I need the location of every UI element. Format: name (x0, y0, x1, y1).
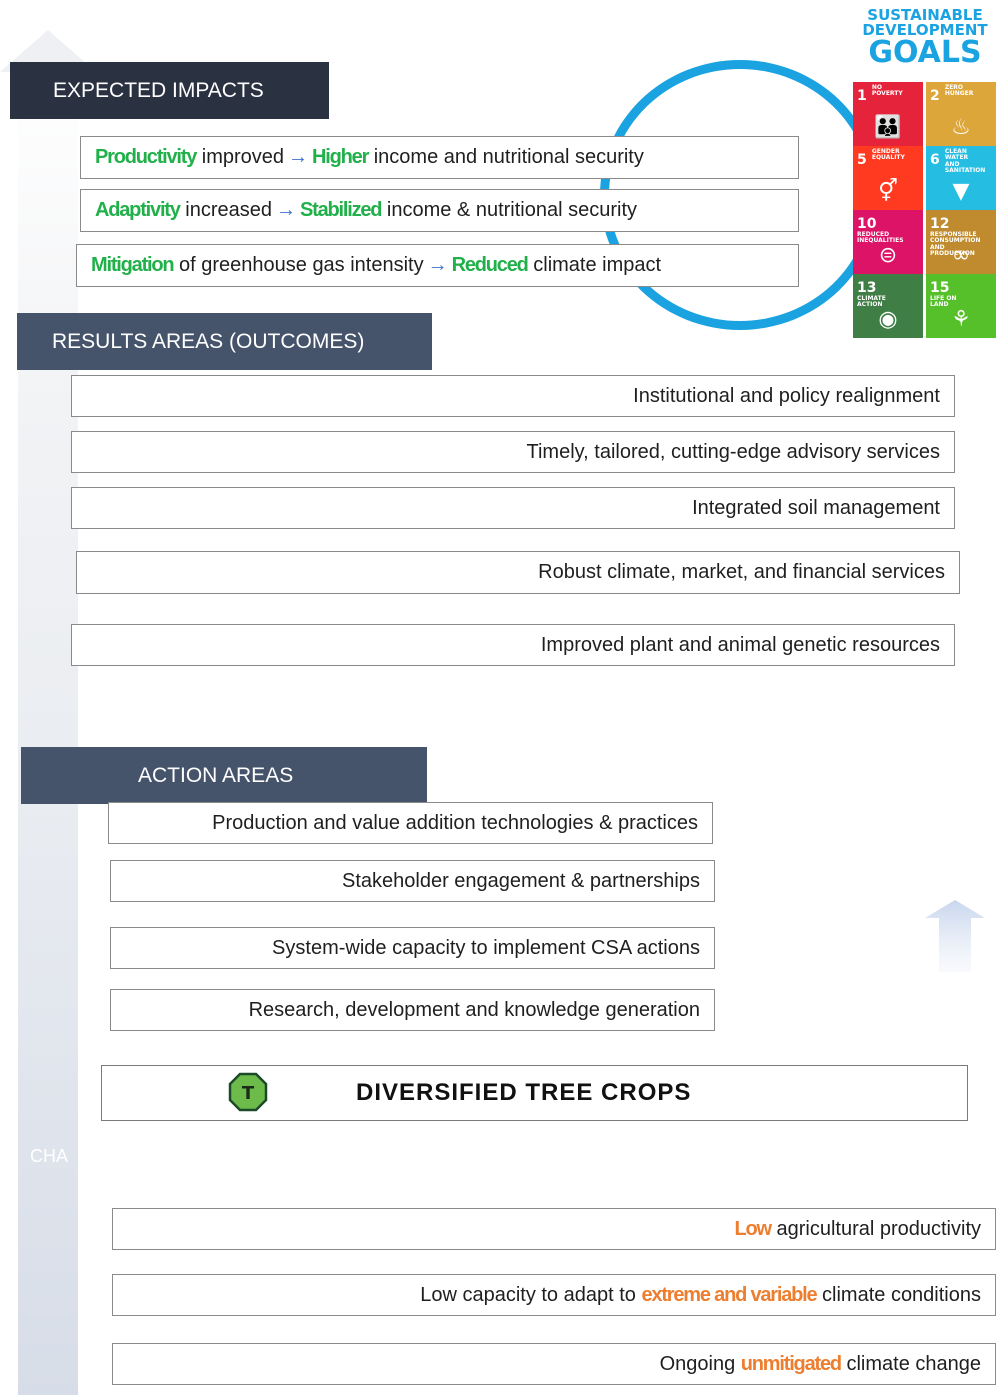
sdg-tile: 6 CLEAN WATER AND SANITATION ▼ (926, 146, 996, 210)
sdg-tile-number: 5 (857, 152, 867, 168)
sdg-tile-label: GENDER EQUALITY (871, 148, 905, 162)
action-item: Stakeholder engagement & partnerships (110, 860, 715, 902)
impact-highlight: Higher (312, 146, 369, 168)
sdg-tile-label: NO POVERTY (871, 84, 903, 98)
sdg-tile-label: LIFE ON LAND (930, 295, 957, 309)
tree-badge-icon: T (228, 1072, 268, 1112)
result-item: Robust climate, market, and financial se… (76, 551, 960, 594)
sdg-logo: SUSTAINABLE DEVELOPMENT GOALS (853, 8, 997, 68)
sdg-tile-label: CLIMATE ACTION (857, 295, 886, 309)
challenge-text: Ongoing (659, 1352, 736, 1375)
challenge-text: climate conditions (822, 1283, 981, 1306)
sdg-tile-number: 1 (857, 88, 867, 104)
sdg-tile-number: 10 (857, 216, 877, 232)
sdg-tile-label: REDUCED INEQUALITIES (857, 231, 904, 245)
action-item: Production and value addition technologi… (108, 802, 713, 844)
challenge-item: Low agricultural productivity (112, 1208, 996, 1250)
water-icon: ▼ (952, 179, 970, 204)
challenge-item: Low capacity to adapt to extreme and var… (112, 1274, 996, 1316)
sdg-tile-grid: 1 NO POVERTY 👪 2 ZERO HUNGER ♨ 5 GENDER EQUA… (853, 82, 997, 340)
action-item: Research, development and knowledge gene… (110, 989, 715, 1031)
sdg-tile-number: 2 (930, 88, 940, 104)
equal-icon: ⊜ (878, 243, 898, 268)
impact-text: climate impact (533, 254, 662, 276)
people-icon: 👪 (874, 115, 902, 140)
sdg-tile: 12 RESPONSIBLE CONSUMPTION AND PRODUCTIO… (926, 210, 996, 274)
sdg-title-line-2: DEVELOPMENT (862, 21, 988, 39)
infinity-icon: ∞ (951, 243, 971, 268)
results-areas-header: RESULTS AREAS (OUTCOMES) (17, 313, 432, 370)
sdg-tile-label: CLEAN WATER AND SANITATION (944, 148, 986, 174)
impact-highlight: Mitigation (91, 254, 175, 276)
impact-text: income and nutritional security (373, 146, 644, 168)
action-item: System-wide capacity to implement CSA ac… (110, 927, 715, 969)
sdg-tile: 15 LIFE ON LAND⚘ (926, 274, 996, 338)
expected-impacts-header: EXPECTED IMPACTS (10, 62, 329, 119)
result-item: Improved plant and animal genetic resour… (71, 624, 955, 666)
arrow-icon: → (288, 146, 309, 168)
sdg-tile-number: 15 (930, 280, 950, 296)
challenge-text: Low capacity to adapt to (420, 1283, 636, 1306)
impact-highlight: Reduced (451, 254, 529, 276)
gender-icon: ⚥ (878, 179, 898, 204)
challenge-highlight: unmitigated (740, 1352, 842, 1375)
challenge-item: Ongoing unmitigated climate change (112, 1343, 996, 1385)
bowl-icon: ♨ (951, 115, 971, 140)
impact-highlight: Adaptivity (95, 199, 181, 221)
impact-text: increased (185, 199, 272, 221)
impact-productivity: Productivity improved→Higher income and … (80, 136, 799, 179)
focus-box: T DIVERSIFIED TREE CROPS (101, 1065, 968, 1121)
arrow-icon: → (427, 254, 448, 276)
sdg-tile: 2 ZERO HUNGER ♨ (926, 82, 996, 146)
progress-arrow-shaft (18, 70, 78, 1395)
impact-highlight: Productivity (95, 146, 197, 168)
impact-text: income & nutritional security (386, 199, 637, 221)
focus-title: DIVERSIFIED TREE CROPS (356, 1079, 692, 1106)
challenge-highlight: extreme and variable (641, 1283, 817, 1306)
impact-text: of greenhouse gas intensity (179, 254, 424, 276)
side-label: CHA (30, 1146, 69, 1166)
sdg-tile: 5 GENDER EQUALITY ⚥ (853, 146, 923, 210)
tree-icon: ⚘ (951, 307, 971, 332)
challenge-text: agricultural productivity (776, 1217, 981, 1240)
arrow-icon: → (275, 199, 296, 221)
impact-adaptivity: Adaptivity increased→Stabilized income &… (80, 189, 799, 232)
sdg-title-line-1: SUSTAINABLE (867, 6, 983, 24)
result-item: Integrated soil management (71, 487, 955, 529)
sdg-tile: 1 NO POVERTY 👪 (853, 82, 923, 146)
sdg-tile-number: 6 (930, 152, 940, 168)
impact-highlight: Stabilized (299, 199, 383, 221)
sdg-tile-number: 13 (857, 280, 877, 296)
action-areas-header: ACTION AREAS (21, 747, 427, 804)
sdg-tile-number: 12 (930, 216, 950, 232)
tree-badge-letter: T (242, 1083, 255, 1104)
up-arrow-icon (925, 900, 985, 972)
sdg-tile: 13 CLIMATE ACTION◉ (853, 274, 923, 338)
impact-text: improved (201, 146, 285, 168)
challenge-text: climate change (846, 1352, 981, 1375)
result-item: Institutional and policy realignment (71, 375, 955, 417)
eye-icon: ◉ (878, 307, 898, 332)
sdg-tile: 10 REDUCED INEQUALITIES⊜ (853, 210, 923, 274)
sdg-tile-label: ZERO HUNGER (944, 84, 974, 98)
result-item: Timely, tailored, cutting-edge advisory … (71, 431, 955, 473)
impact-mitigation: Mitigation of greenhouse gas intensity→R… (76, 244, 799, 287)
sdg-tile-label: RESPONSIBLE CONSUMPTION AND PRODUCTION (930, 231, 981, 257)
sdg-title-line-3: GOALS (868, 35, 982, 70)
challenge-highlight: Low (734, 1217, 773, 1240)
